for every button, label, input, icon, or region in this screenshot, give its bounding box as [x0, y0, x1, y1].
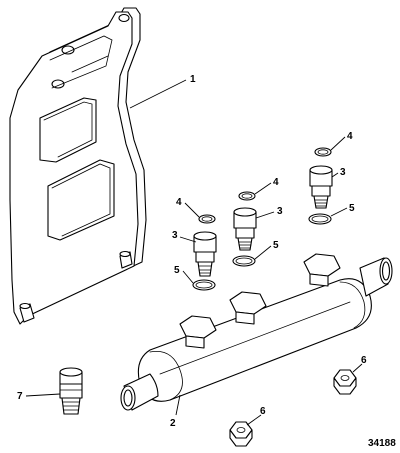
callout-5-right: 5 [349, 203, 355, 214]
heat-exchanger-body [120, 253, 393, 411]
callout-labels: 1 2 3 3 3 4 4 4 5 5 5 6 6 7 [17, 74, 367, 429]
callout-7: 7 [17, 391, 23, 402]
callout-4-right: 4 [347, 131, 353, 142]
callout-5-left: 5 [174, 265, 180, 276]
fitting-left [193, 231, 217, 277]
callout-5-middle: 5 [273, 240, 279, 251]
callout-6-lower: 6 [260, 406, 266, 417]
callout-3-left: 3 [172, 230, 178, 241]
callout-3-right: 3 [340, 167, 346, 178]
inlet-fitting [59, 367, 83, 415]
o-ring-large-left [192, 279, 216, 291]
o-ring-small-left [198, 214, 216, 224]
mounting-bracket [9, 7, 147, 325]
callout-3-middle: 3 [277, 206, 283, 217]
callout-4-left: 4 [176, 197, 182, 208]
callout-1: 1 [190, 74, 196, 85]
o-ring-large-right [308, 213, 332, 225]
o-ring-small-middle [238, 191, 256, 201]
o-ring-small-right [314, 147, 332, 157]
figure-number: 34188 [368, 438, 396, 449]
o-ring-large-middle [232, 255, 256, 267]
callout-2: 2 [170, 418, 176, 429]
fitting-right [309, 165, 333, 209]
fitting-middle [233, 207, 257, 251]
callout-6-upper: 6 [361, 355, 367, 366]
nut-upper [333, 369, 357, 395]
nut-lower [229, 421, 253, 447]
callout-4-middle: 4 [273, 177, 279, 188]
leader-lines [25, 79, 363, 426]
